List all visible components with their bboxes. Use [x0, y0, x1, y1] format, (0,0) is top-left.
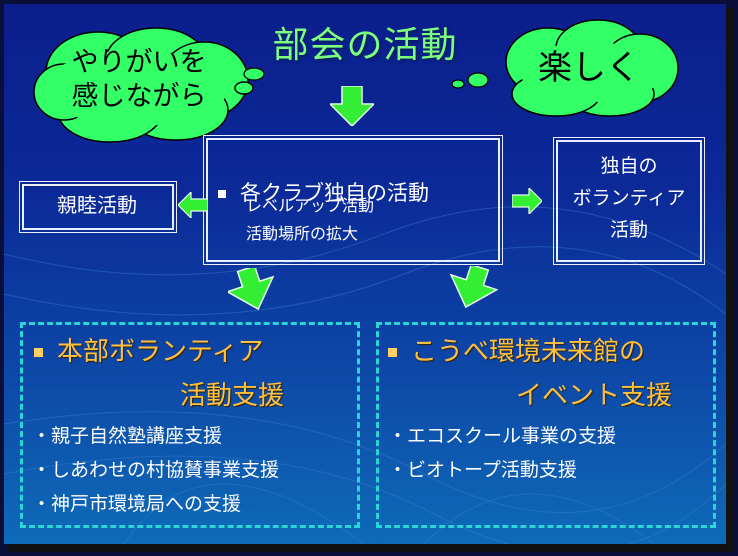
right-box-label: 独自の ボランティア 活動 [572, 155, 686, 241]
bottom-left-heading-text-1: 本部ボランティア [57, 337, 264, 367]
list-item: ・しあわせの村協賛事業支援 [32, 459, 280, 481]
bottom-left-heading-1: 本部ボランティア [34, 334, 263, 370]
list-item: ・ビオトープ活動支援 [388, 459, 577, 481]
arrow-left-icon [178, 192, 208, 218]
cloud-left-bubbles [243, 67, 265, 81]
center-sub1: レベルアップ活動 [246, 196, 375, 215]
cloud-left-text: やりがいを 感じながら [71, 47, 207, 112]
left-box [19, 181, 177, 233]
center-heading-row: 各クラブ独自の活動 [218, 148, 429, 208]
list-item: ・親子自然塾講座支援 [32, 425, 223, 447]
arrow-down-left-icon [228, 268, 275, 311]
bottom-right-heading-1: こうべ環境未来館の [388, 334, 645, 370]
bottom-right-heading-2: イベント支援 [516, 381, 673, 411]
arrow-down-right-icon [449, 266, 498, 309]
left-box-label: 親睦活動 [57, 193, 137, 217]
right-box [553, 137, 705, 265]
cloud-right [505, 19, 679, 117]
arrow-down-icon [330, 86, 374, 126]
page-title: 部会の活動 [272, 25, 458, 66]
list-item: ・神戸市環境局への支援 [32, 493, 242, 515]
bottom-left-box [20, 322, 360, 528]
slide-shadow-bottom [8, 544, 734, 552]
bullet-icon [388, 348, 397, 357]
background-decoration [4, 206, 726, 544]
bottom-left-heading-2: 活動支援 [180, 381, 285, 411]
cloud-left [33, 27, 254, 143]
bottom-right-box [376, 322, 716, 528]
bottom-right-heading-text-1: こうべ環境未来館の [411, 337, 646, 367]
arrow-right-icon [512, 188, 542, 214]
list-item: ・エコスクール事業の支援 [388, 425, 617, 447]
center-sub2: 活動場所の拡大 [246, 224, 359, 243]
cloud-right-bubbles [451, 72, 489, 89]
slide-shadow-right [726, 8, 734, 548]
cloud-right-text: 楽しく [538, 48, 640, 88]
center-heading: 各クラブ独自の活動 [240, 181, 429, 205]
bullet-icon [218, 190, 226, 198]
bullet-icon [34, 348, 43, 357]
slide: やりがいを 感じながら 楽しく 部会の活動 各クラブ独自の活動 レベルアップ活動… [4, 4, 726, 544]
